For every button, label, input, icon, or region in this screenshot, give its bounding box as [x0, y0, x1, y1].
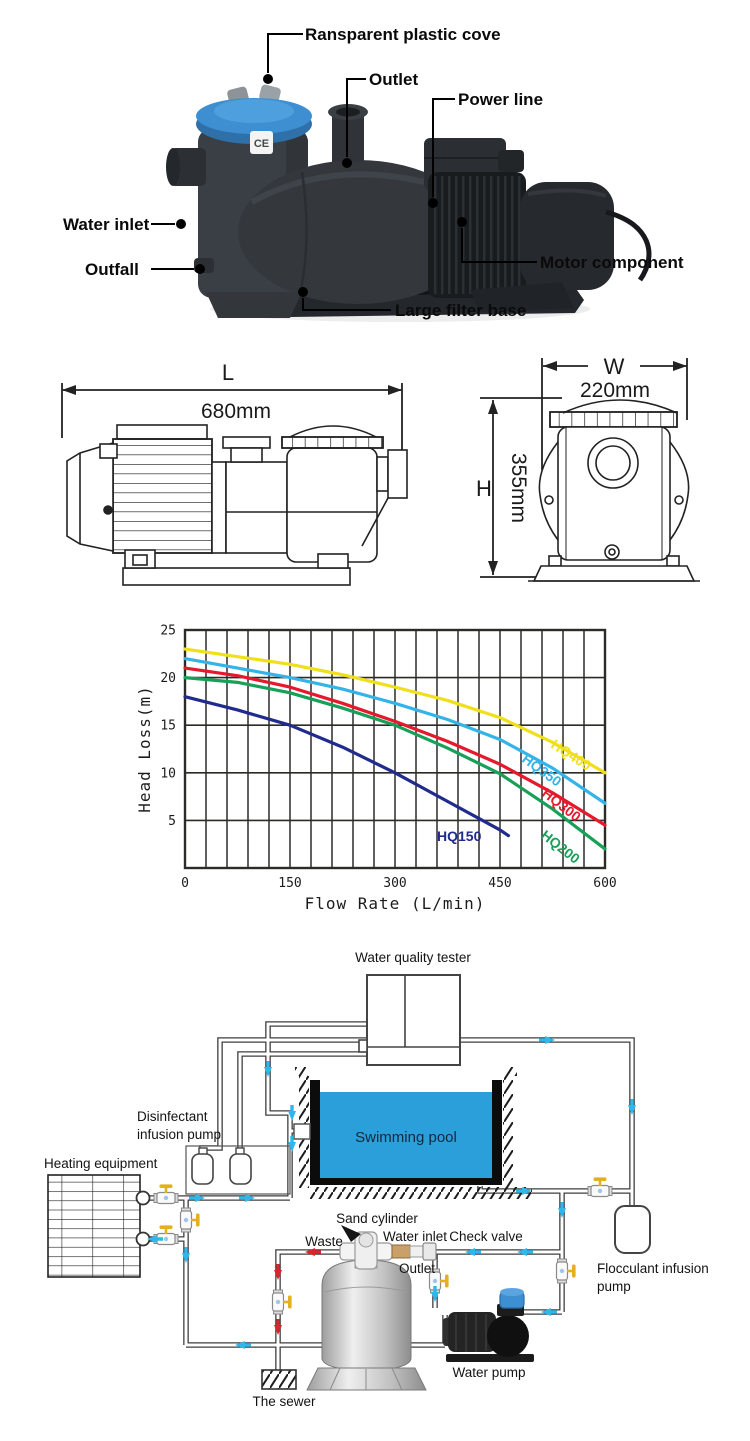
height-letter: H — [476, 476, 492, 501]
svg-text:450: 450 — [488, 876, 511, 891]
svg-text:0: 0 — [181, 876, 189, 891]
product-photo-section: CE Ransparent plastic cove Outlet Power … — [63, 25, 684, 322]
svg-text:20: 20 — [160, 671, 176, 686]
flocculant-infusion-pump — [614, 1205, 651, 1254]
transparent-cover-lid — [196, 84, 312, 144]
multiport-valve — [339, 1225, 437, 1270]
power-cord — [605, 209, 652, 282]
svg-text:5: 5 — [168, 814, 176, 829]
label-outlet: Outlet — [399, 1261, 435, 1276]
svg-text:300: 300 — [383, 876, 406, 891]
valve-icon — [271, 1289, 293, 1315]
callout-motor: Motor component — [540, 253, 684, 272]
callout-labels: Ransparent plastic cove Outlet Power lin… — [63, 25, 684, 320]
callout-water-inlet: Water inlet — [63, 215, 150, 234]
water-quality-tester — [358, 974, 461, 1066]
sewer-drain — [261, 1369, 297, 1390]
heating-equipment — [47, 1174, 151, 1278]
svg-text:25: 25 — [160, 624, 176, 639]
label-pool: Swimming pool — [355, 1129, 457, 1146]
label-water-quality-tester: Water quality tester — [355, 950, 471, 965]
water-pump — [443, 1288, 534, 1362]
pool-inlet-fitting — [293, 1123, 311, 1140]
dimension-drawings-section: L 680mm — [61, 354, 700, 586]
chemical-bottle — [191, 1153, 214, 1185]
label-heating: Heating equipment — [44, 1156, 158, 1171]
valve-icon — [153, 1224, 179, 1246]
label-waste: Waste — [305, 1234, 343, 1249]
svg-text:600: 600 — [593, 876, 616, 891]
diagram-labels: Water quality tester Disinfectant infusi… — [44, 950, 709, 1409]
valve-icon — [555, 1258, 577, 1284]
callout-outfall: Outfall — [85, 260, 139, 279]
label-disinfectant-1: Disinfectant — [137, 1109, 208, 1124]
label-water-pump: Water pump — [452, 1365, 525, 1380]
label-sewer: The sewer — [252, 1394, 316, 1409]
width-value: 220mm — [580, 379, 650, 402]
chemical-bottle — [229, 1153, 252, 1185]
height-value: 355mm — [507, 453, 530, 523]
swimming-pool — [293, 1067, 532, 1199]
pump-photo-illustration: CE — [166, 84, 652, 322]
length-letter: L — [222, 360, 234, 385]
ce-mark: CE — [250, 131, 273, 154]
check-valve-fitting — [422, 1242, 437, 1261]
svg-text:10: 10 — [160, 766, 176, 781]
chart-xlabel: Flow Rate (L/min) — [305, 894, 486, 913]
curve-HQ350 — [183, 656, 607, 805]
side-view-drawing: L 680mm — [61, 360, 408, 586]
label-flocculant-1: Flocculant infusion — [597, 1261, 709, 1276]
curve-label-HQ200: HQ200 — [538, 827, 583, 867]
curve-HQ200 — [183, 675, 607, 851]
callout-filter-base: Large filter base — [395, 301, 526, 320]
callout-outlet: Outlet — [369, 70, 418, 89]
svg-text:15: 15 — [160, 719, 176, 734]
callout-cover: Ransparent plastic cove — [305, 25, 501, 44]
length-value: 680mm — [201, 400, 271, 423]
sand-cylinder — [306, 1225, 437, 1391]
chart-ylabel: Head Loss(m) — [135, 685, 154, 813]
svg-text:150: 150 — [278, 876, 301, 891]
curve-HQ400 — [183, 647, 607, 775]
label-flocculant-2: pump — [597, 1279, 631, 1294]
valve-icon — [153, 1183, 179, 1205]
pool-water — [320, 1092, 492, 1178]
label-disinfectant-2: infusion pump — [137, 1127, 221, 1142]
callout-lines — [151, 33, 537, 311]
curve-HQ150 — [183, 695, 510, 838]
label-water-inlet: Water inlet — [383, 1229, 447, 1244]
curve-HQ300 — [183, 666, 607, 827]
label-check-valve: Check valve — [449, 1229, 523, 1244]
front-view-drawing: W 220mm H 355mm — [476, 354, 700, 582]
ce-text: CE — [254, 138, 269, 150]
valve-icon — [179, 1207, 201, 1233]
system-diagram-section: Water quality tester Disinfectant infusi… — [44, 950, 709, 1409]
curve-label-HQ150: HQ150 — [437, 828, 482, 844]
width-letter: W — [604, 354, 625, 379]
disinfectant-infusion-pump — [185, 1145, 291, 1195]
callout-power-line: Power line — [458, 90, 543, 109]
label-sand-cylinder: Sand cylinder — [336, 1211, 418, 1226]
valve-icon — [587, 1176, 613, 1198]
